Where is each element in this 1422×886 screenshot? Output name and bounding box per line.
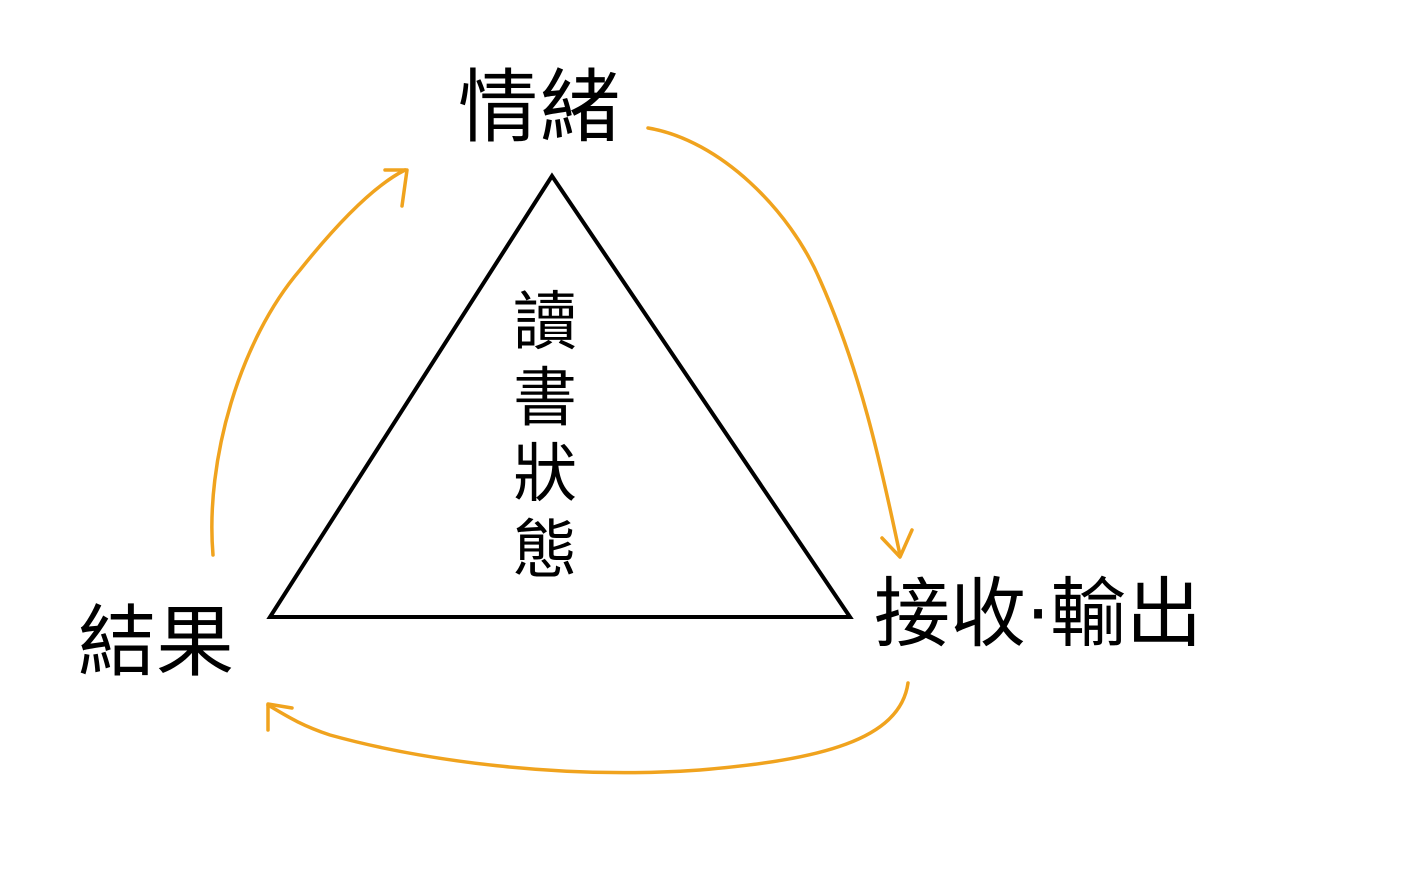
triangle bbox=[266, 172, 854, 619]
center-label: 讀書狀態 bbox=[513, 286, 577, 588]
arrowhead-io-icon bbox=[880, 528, 914, 559]
arrow-io-to-result bbox=[266, 681, 910, 775]
arrow-emotion-to-io bbox=[646, 126, 902, 557]
arrowhead-result-icon bbox=[266, 702, 294, 732]
node-result: 結果 bbox=[78, 598, 235, 688]
arrow-result-to-emotion bbox=[210, 168, 407, 557]
node-emotion: 情緒 bbox=[458, 61, 622, 154]
arrowhead-emotion-icon bbox=[383, 168, 409, 208]
node-input-output: 接收·輸出 bbox=[874, 569, 1203, 658]
